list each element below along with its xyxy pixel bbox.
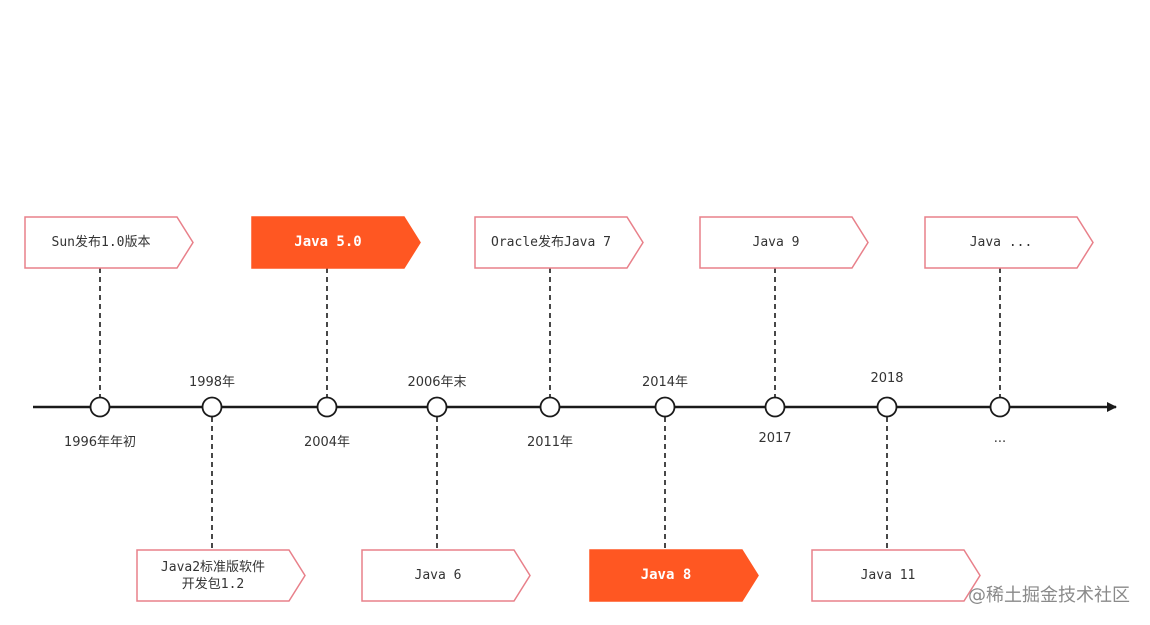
event-date-label: 2014年 xyxy=(641,375,689,390)
event-box xyxy=(924,216,1094,269)
event-box xyxy=(24,216,194,269)
event-box xyxy=(474,216,644,269)
event-box-text: Sun发布1.0版本 xyxy=(51,235,151,250)
event-date-label: 1996年年初 xyxy=(63,435,137,450)
timeline-node xyxy=(654,396,676,418)
event-date-label: 2004年 xyxy=(303,435,351,450)
event-date-label: 1998年 xyxy=(188,375,236,390)
timeline-node xyxy=(316,396,338,418)
event-box xyxy=(136,549,306,602)
event-date-label: 2018 xyxy=(870,371,904,386)
event-date-label: 2011年 xyxy=(526,435,574,450)
event-box-text: Java ... xyxy=(969,235,1033,250)
watermark: @稀土掘金技术社区 xyxy=(968,585,1130,606)
event-box-text: Oracle发布Java 7 xyxy=(491,235,611,250)
timeline-node xyxy=(89,396,111,418)
event-box-text: Java 5.0 xyxy=(294,234,362,250)
event-box-text: Java2标准版软件 开发包1.2 xyxy=(160,559,266,592)
event-box-highlight xyxy=(251,216,421,269)
timeline-node xyxy=(426,396,448,418)
timeline-node xyxy=(201,396,223,418)
event-date-label: 2006年末 xyxy=(407,375,467,390)
event-date-label: 2017 xyxy=(758,431,792,446)
timeline-node xyxy=(539,396,561,418)
event-box-highlight xyxy=(589,549,759,602)
event-box xyxy=(699,216,869,269)
timeline-node xyxy=(989,396,1011,418)
event-box-text: Java 11 xyxy=(860,568,916,583)
timeline-node xyxy=(764,396,786,418)
event-box xyxy=(361,549,531,602)
event-box-text: Java 9 xyxy=(752,235,800,250)
event-box xyxy=(811,549,981,602)
event-box-text: Java 6 xyxy=(414,568,462,583)
event-box-text: Java 8 xyxy=(640,567,692,583)
event-date-label: ... xyxy=(993,431,1007,446)
timeline-node xyxy=(876,396,898,418)
